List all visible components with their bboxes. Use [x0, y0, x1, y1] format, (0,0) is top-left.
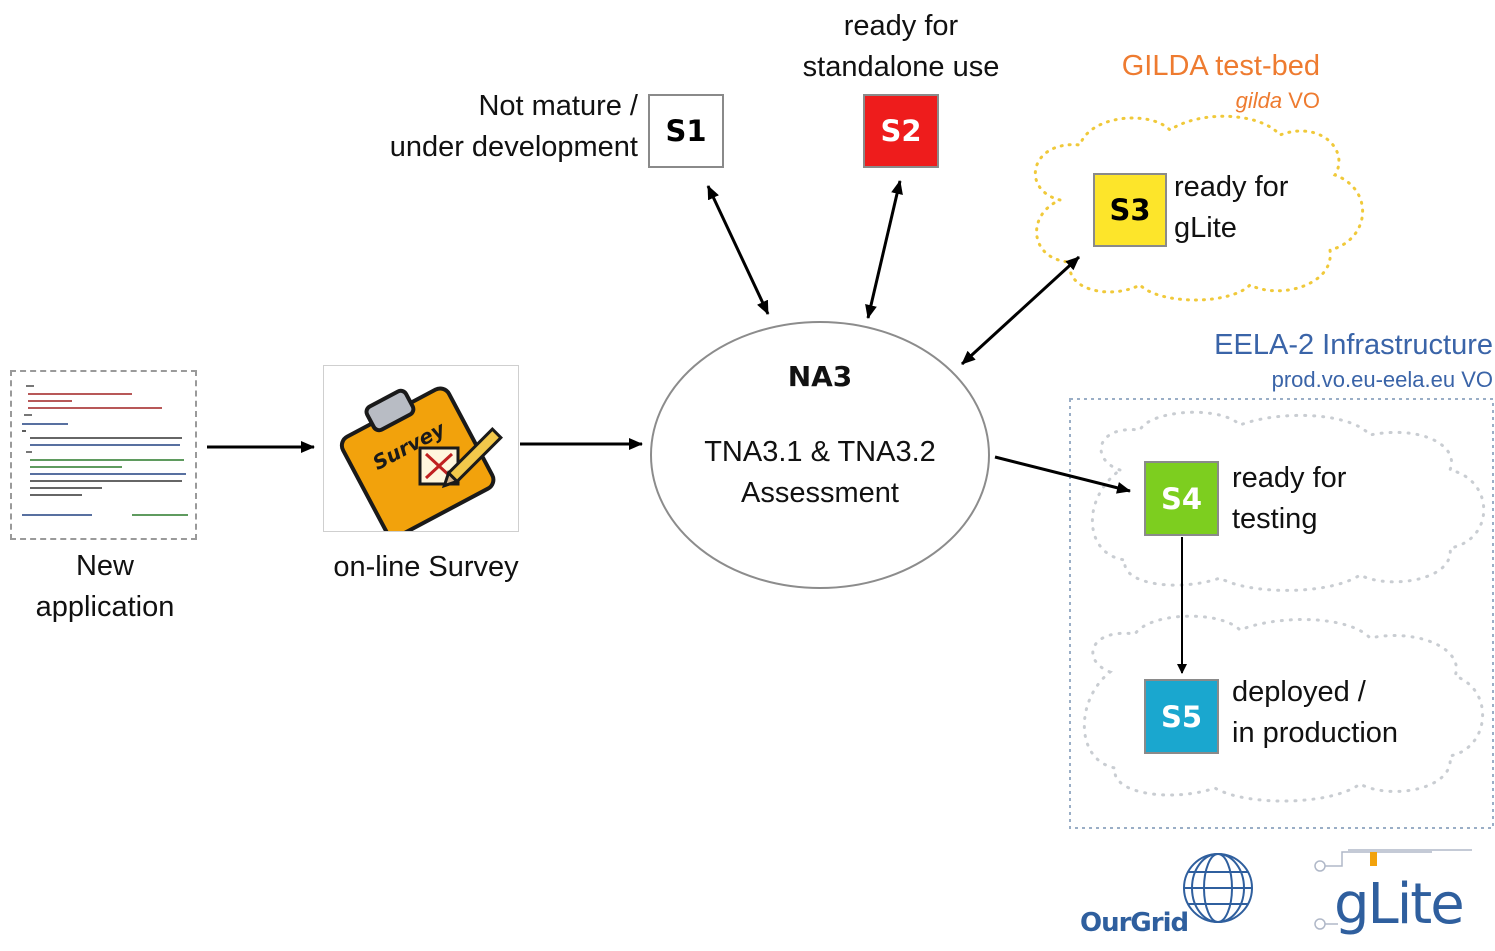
- gilda-cloud: [1033, 114, 1364, 302]
- new-application-line1: New: [75, 550, 134, 582]
- arrow-na3-s2: [865, 180, 903, 319]
- ourgrid-globe-icon: [1183, 853, 1253, 923]
- s5-line2: in production: [1232, 717, 1399, 749]
- gilda-vo-suffix: VO: [1288, 88, 1320, 113]
- eela-infrastructure-title: EELA-2 Infrastructure: [1214, 329, 1493, 361]
- new-application-line2: application: [35, 591, 175, 623]
- online-survey-label: on-line Survey: [333, 551, 519, 583]
- glite-logo-text: gLite: [1334, 872, 1465, 937]
- s1-line2: under development: [389, 131, 638, 163]
- na3-assessment-text: TNA3.1 & TNA3.2 Assessment: [660, 432, 980, 514]
- s4-line2: testing: [1232, 503, 1318, 535]
- gilda-testbed-title: GILDA test-bed: [1121, 50, 1320, 82]
- stage-s2-box: S2: [863, 94, 939, 168]
- testing-cloud: [1090, 410, 1486, 592]
- s2-line2: standalone use: [802, 51, 1000, 83]
- na3-line2: Assessment: [741, 477, 899, 509]
- s3-line2: gLite: [1174, 212, 1237, 244]
- s1-description: Not mature / under development: [340, 86, 638, 168]
- gilda-vo-label: gilda VO: [1100, 88, 1320, 114]
- ourgrid-logo: OurGrid: [1078, 848, 1268, 944]
- stage-s3-box: S3: [1093, 173, 1167, 247]
- eela-vo-label: prod.vo.eu-eela.eu VO: [1271, 367, 1493, 392]
- s1-line1: Not mature /: [478, 90, 638, 122]
- stage-s4-box: S4: [1144, 461, 1219, 536]
- s4-line1: ready for: [1232, 462, 1347, 494]
- s3-description: ready for gLite: [1174, 167, 1354, 249]
- s2-line1: ready for: [843, 10, 959, 42]
- eela-infrastructure-frame: [1069, 398, 1494, 829]
- s4-description: ready for testing: [1232, 458, 1432, 540]
- s2-description: ready for standalone use: [760, 6, 1042, 88]
- gilda-vo-name: gilda: [1235, 88, 1283, 113]
- s5-line1: deployed /: [1232, 676, 1366, 708]
- new-application-label: New application: [0, 546, 210, 628]
- s5-description: deployed / in production: [1232, 672, 1462, 754]
- na3-ellipse: [650, 321, 990, 589]
- na3-title: NA3: [787, 360, 853, 393]
- ourgrid-logo-text: OurGrid: [1080, 908, 1189, 938]
- code-snippet-icon: [10, 370, 197, 540]
- survey-clipboard-icon: Survey: [323, 365, 519, 539]
- glite-logo: gLite: [1312, 846, 1492, 946]
- stage-s1-box: S1: [648, 94, 724, 168]
- stage-s5-box: S5: [1144, 679, 1219, 754]
- arrow-na3-s3: [960, 255, 1081, 366]
- s3-line1: ready for: [1174, 171, 1289, 203]
- arrow-na3-s4: [994, 455, 1131, 494]
- arrow-na3-s1: [706, 185, 770, 315]
- glite-circuit-icon: [1314, 849, 1472, 930]
- na3-line1: TNA3.1 & TNA3.2: [704, 436, 936, 468]
